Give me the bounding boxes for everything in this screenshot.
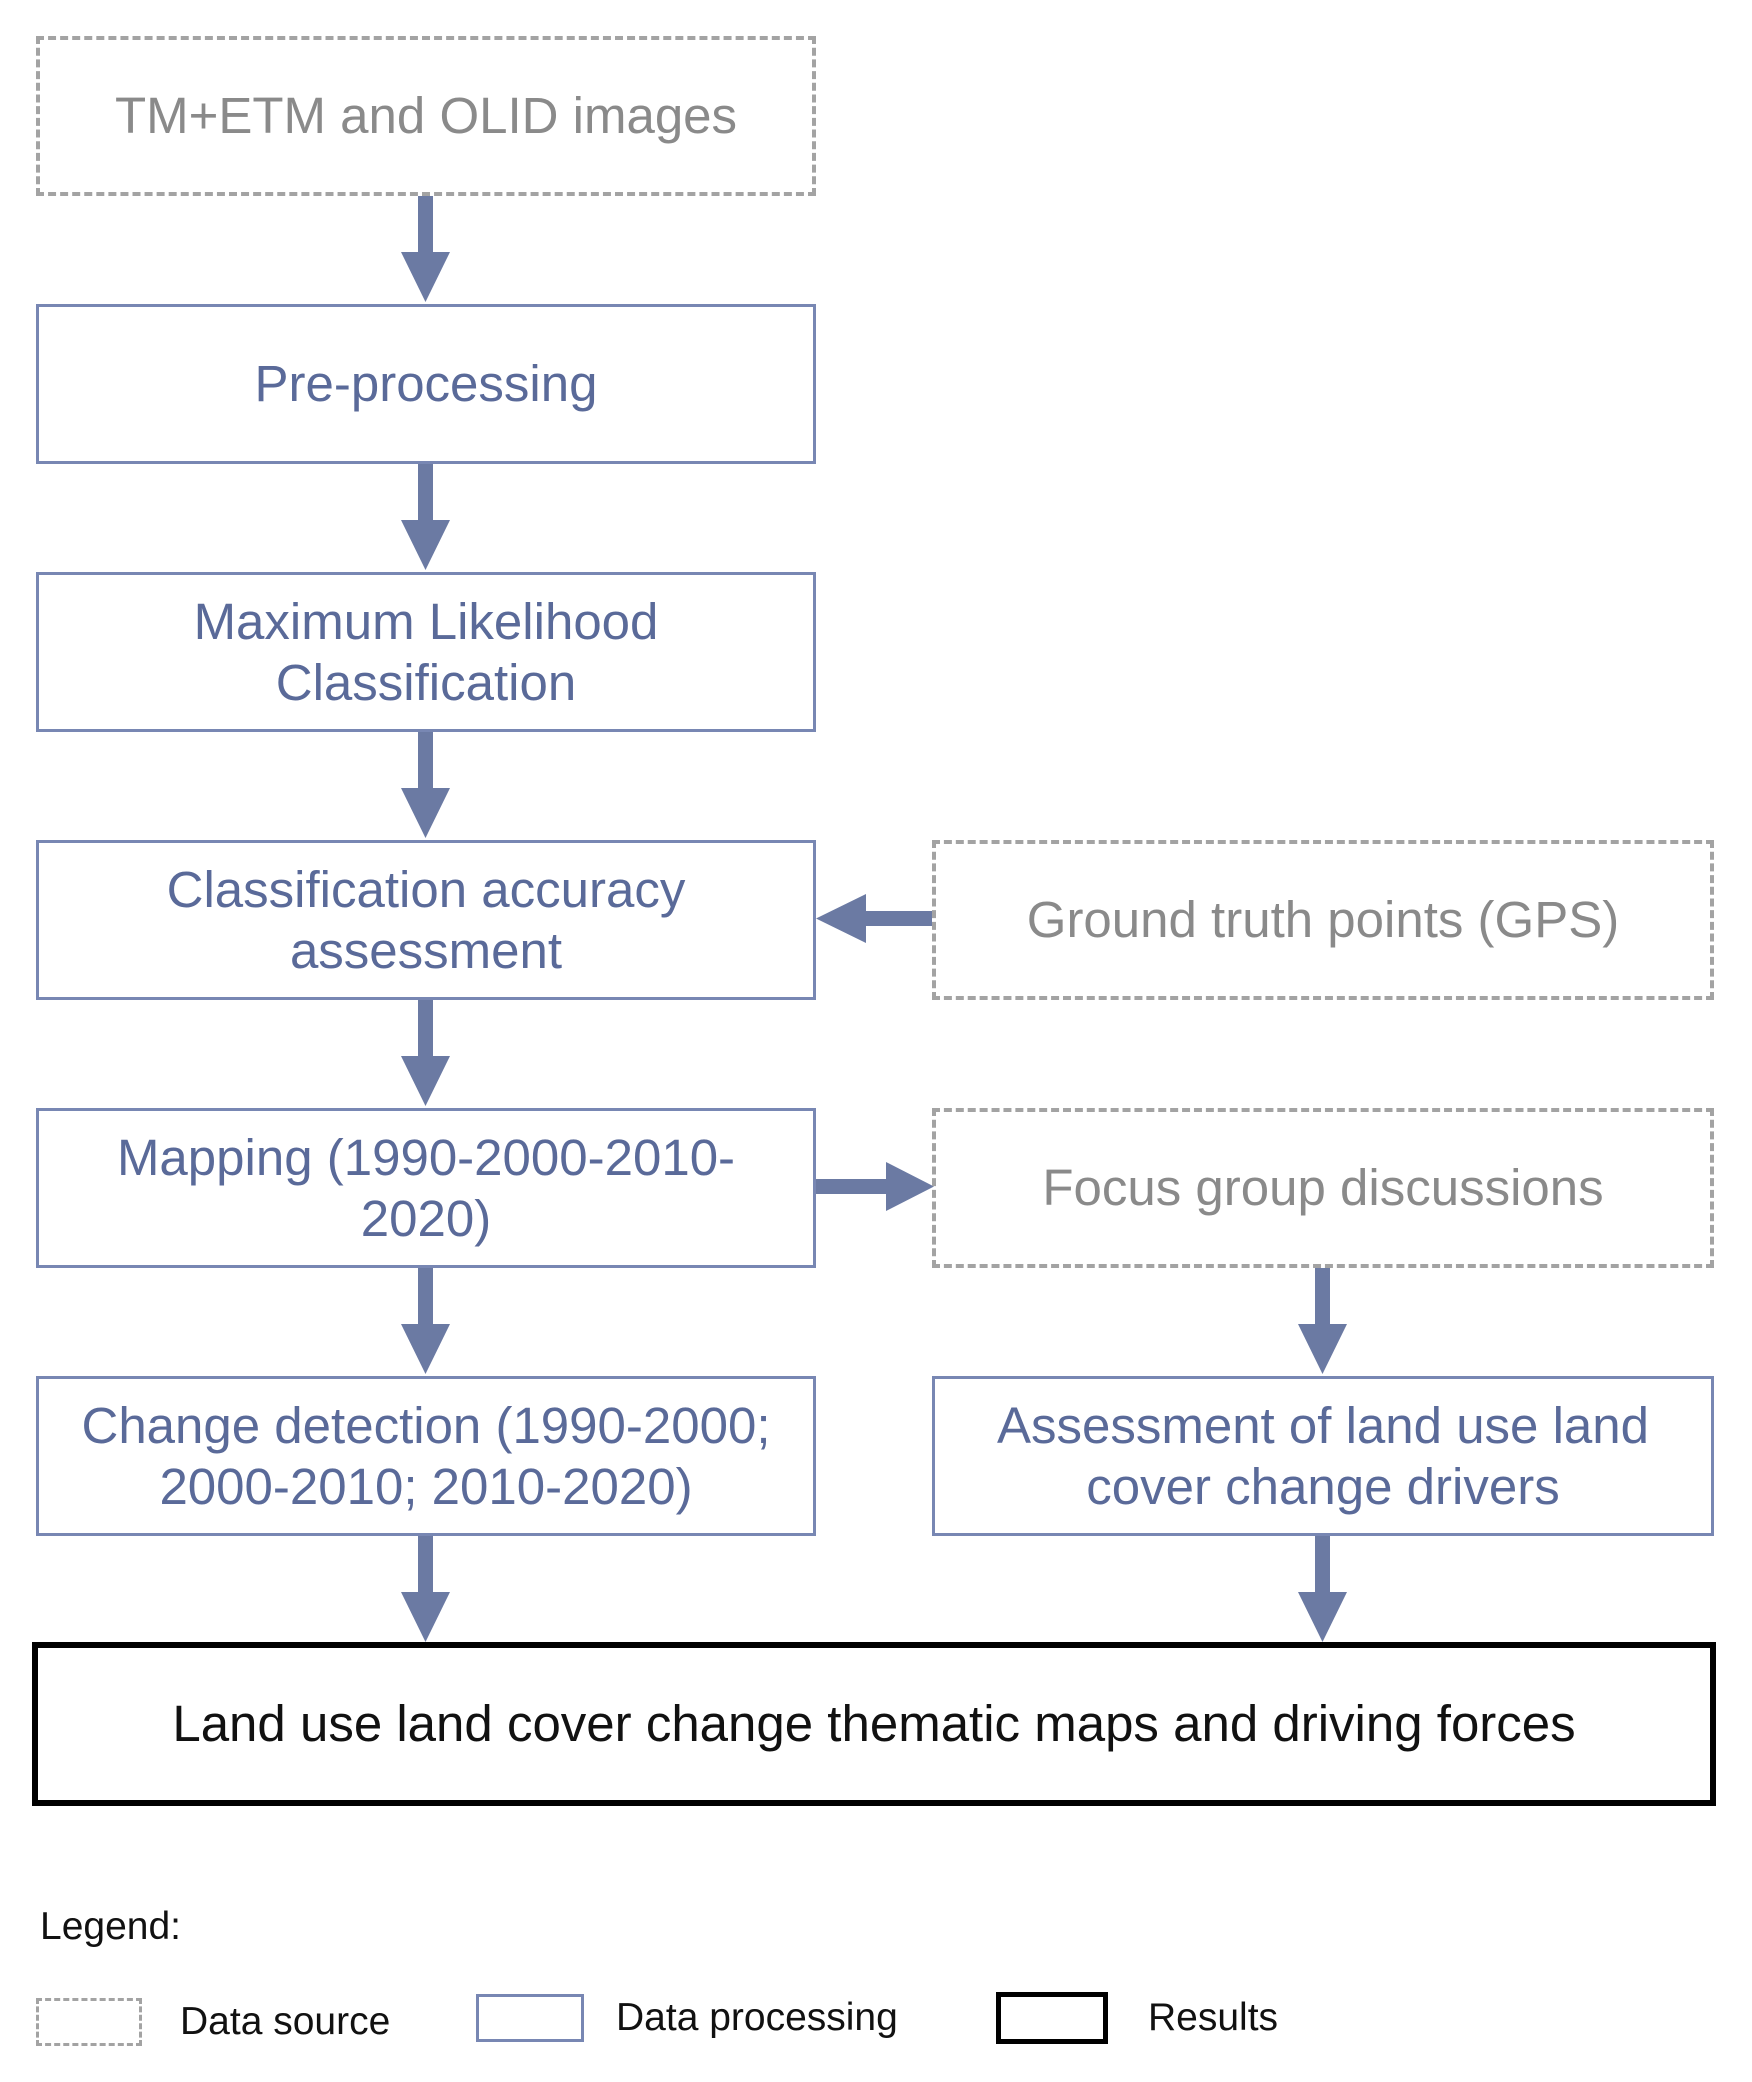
arrow-mapping-to-change-detection (401, 1268, 450, 1374)
node-accuracy-label: Classification accuracy assessment (166, 860, 686, 979)
node-mlc: Maximum Likelihood Classification (36, 572, 816, 732)
node-result: Land use land cover change thematic maps… (32, 1642, 1716, 1806)
legend-swatch-data-source (36, 1998, 142, 2046)
arrow-mapping-to-focus (816, 1162, 934, 1211)
node-preprocessing-label: Pre-processing (254, 355, 598, 413)
legend-label-results: Results (1148, 1996, 1279, 2039)
arrow-drivers-to-result (1298, 1536, 1347, 1642)
node-images: TM+ETM and OLID images (36, 36, 816, 196)
arrow-accuracy-to-mapping (401, 1000, 450, 1106)
node-drivers: Assessment of land use land cover change… (932, 1376, 1714, 1536)
node-images-label: TM+ETM and OLID images (114, 87, 738, 145)
node-focus-group-label: Focus group discussions (1042, 1159, 1604, 1217)
node-drivers-label: Assessment of land use land cover change… (996, 1396, 1650, 1515)
node-ground-truth-label: Ground truth points (GPS) (1026, 891, 1620, 949)
arrow-images-to-preprocessing (401, 196, 450, 302)
legend-label-data-source: Data source (180, 2000, 391, 2043)
arrow-ground-truth-to-accuracy (816, 894, 932, 943)
node-focus-group: Focus group discussions (932, 1108, 1714, 1268)
arrow-change-detection-to-result (401, 1536, 450, 1642)
node-preprocessing: Pre-processing (36, 304, 816, 464)
node-ground-truth: Ground truth points (GPS) (932, 840, 1714, 1000)
arrow-mlc-to-accuracy (401, 732, 450, 838)
legend-title: Legend: (40, 1905, 181, 1948)
arrow-preprocessing-to-mlc (401, 464, 450, 570)
node-change-detection: Change detection (1990-2000; 2000-2010; … (36, 1376, 816, 1536)
node-mlc-label: Maximum Likelihood Classification (193, 592, 659, 711)
node-change-detection-label: Change detection (1990-2000; 2000-2010; … (81, 1396, 771, 1515)
legend-swatch-data-processing (476, 1994, 584, 2042)
legend-swatch-results (996, 1992, 1108, 2044)
node-mapping-label: Mapping (1990-2000-2010-2020) (116, 1128, 736, 1247)
legend-label-data-processing: Data processing (616, 1996, 898, 2039)
node-mapping: Mapping (1990-2000-2010-2020) (36, 1108, 816, 1268)
node-result-label: Land use land cover change thematic maps… (172, 1695, 1576, 1753)
node-accuracy: Classification accuracy assessment (36, 840, 816, 1000)
arrow-focus-to-drivers (1298, 1268, 1347, 1374)
